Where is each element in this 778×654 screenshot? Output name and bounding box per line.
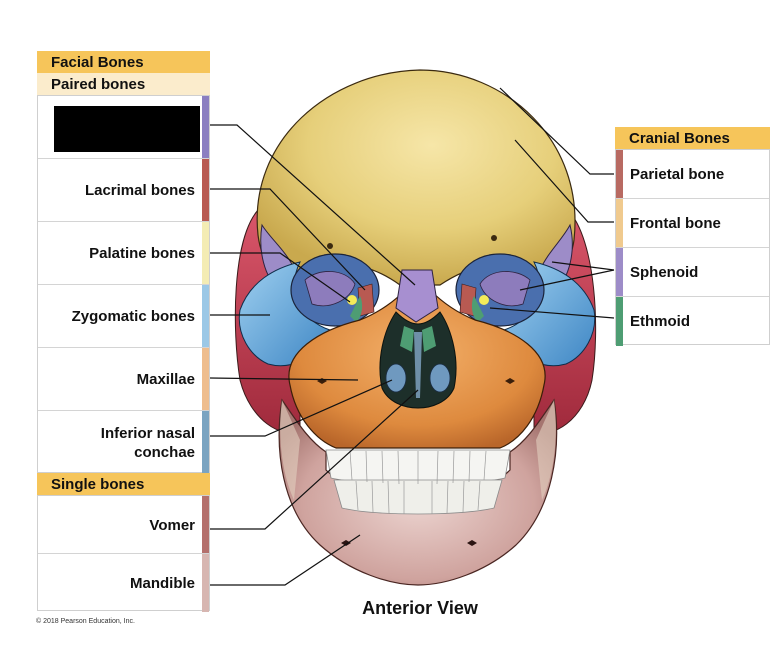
inferior-nasal-concha-left: [385, 363, 407, 393]
palatine-right: [479, 295, 489, 305]
maxilla-foramen-right: [505, 378, 515, 384]
color-key-bar: [202, 496, 209, 553]
color-key-bar: [202, 96, 209, 158]
view-caption: Anterior View: [362, 598, 478, 618]
mandible-ramus-left-shade: [280, 400, 300, 500]
color-key-bar: [202, 159, 209, 221]
bone-row: [38, 96, 209, 159]
frontal-bone: [256, 69, 576, 286]
color-key-bar: [202, 222, 209, 284]
ethmoid-nasal-right: [422, 326, 436, 352]
leader-vomer: [210, 389, 419, 530]
redacted-label-box: [54, 106, 200, 152]
leader-sphenoid-a: [551, 261, 615, 271]
bone-label: Frontal bone: [630, 215, 721, 232]
single-bones-header: Single bones: [37, 473, 210, 495]
teeth-lines: [349, 450, 487, 514]
mental-foramen-left: [341, 540, 351, 546]
bone-row: Maxillae: [38, 348, 209, 411]
bone-label: Vomer: [149, 517, 195, 534]
bone-label: Maxillae: [136, 371, 195, 388]
bone-label: Mandible: [129, 575, 195, 592]
leader-concha: [210, 379, 393, 437]
bone-label: Lacrimal bones: [84, 182, 195, 199]
bone-row: Zygomatic bones: [38, 285, 209, 348]
bone-row: Mandible: [38, 554, 209, 612]
bone-row: Sphenoid: [616, 248, 769, 297]
color-key-bar: [202, 554, 209, 612]
mandible-ramus-right-shade: [536, 400, 556, 500]
bone-label: Palatine bones: [89, 245, 195, 262]
ethmoid-right: [471, 296, 484, 322]
vomer: [414, 332, 422, 398]
leader-lines: [209, 87, 615, 586]
leader-sphenoid-b: [519, 269, 615, 291]
color-key-bar: [202, 348, 209, 410]
bone-label: Parietal bone: [630, 166, 725, 183]
lower-teeth: [333, 479, 503, 515]
bone-row: Parietal bone: [616, 150, 769, 199]
leader-parietal: [499, 87, 614, 175]
mental-foramen-right: [467, 540, 477, 546]
nasal-bones: [395, 269, 439, 323]
ethmoid-nasal: [400, 326, 414, 352]
leader-lacrimal: [210, 188, 366, 291]
orbit-sphenoid-right: [479, 271, 531, 307]
bone-label: Zygomatic bones: [71, 308, 195, 325]
paired-bones-header: Paired bones: [37, 73, 210, 95]
color-key-bar: [616, 199, 623, 247]
bone-row: Frontal bone: [616, 199, 769, 248]
color-key-bar: [202, 285, 209, 347]
leader-mandible: [210, 534, 361, 586]
leader-ethmoid: [489, 307, 615, 319]
leader-maxilla: [209, 377, 359, 381]
supraorbital-foramen-right: [491, 235, 497, 241]
supraorbital-foramen-left: [327, 243, 333, 249]
bone-row: Palatine bones: [38, 222, 209, 285]
cranial-bones-header: Cranial Bones: [615, 127, 770, 149]
bone-row: Vomer: [38, 496, 209, 554]
inferior-nasal-concha-right: [429, 363, 451, 393]
facial-bones-header: Facial Bones: [37, 51, 210, 73]
color-key-bar: [616, 150, 623, 198]
bone-row: Lacrimal bones: [38, 159, 209, 222]
ethmoid-left: [350, 296, 363, 322]
palatine-left: [347, 295, 357, 305]
leader-frontal: [514, 139, 614, 223]
bone-label: Sphenoid: [630, 264, 699, 281]
color-key-bar: [616, 248, 623, 296]
copyright-notice: © 2018 Pearson Education, Inc.: [36, 618, 135, 625]
color-key-bar: [616, 297, 623, 346]
bone-label: Ethmoid: [630, 313, 690, 330]
color-key-bar: [202, 411, 209, 474]
leader-nasal: [210, 124, 416, 286]
bone-row: Ethmoid: [616, 297, 769, 346]
leader-palatine: [210, 252, 351, 303]
